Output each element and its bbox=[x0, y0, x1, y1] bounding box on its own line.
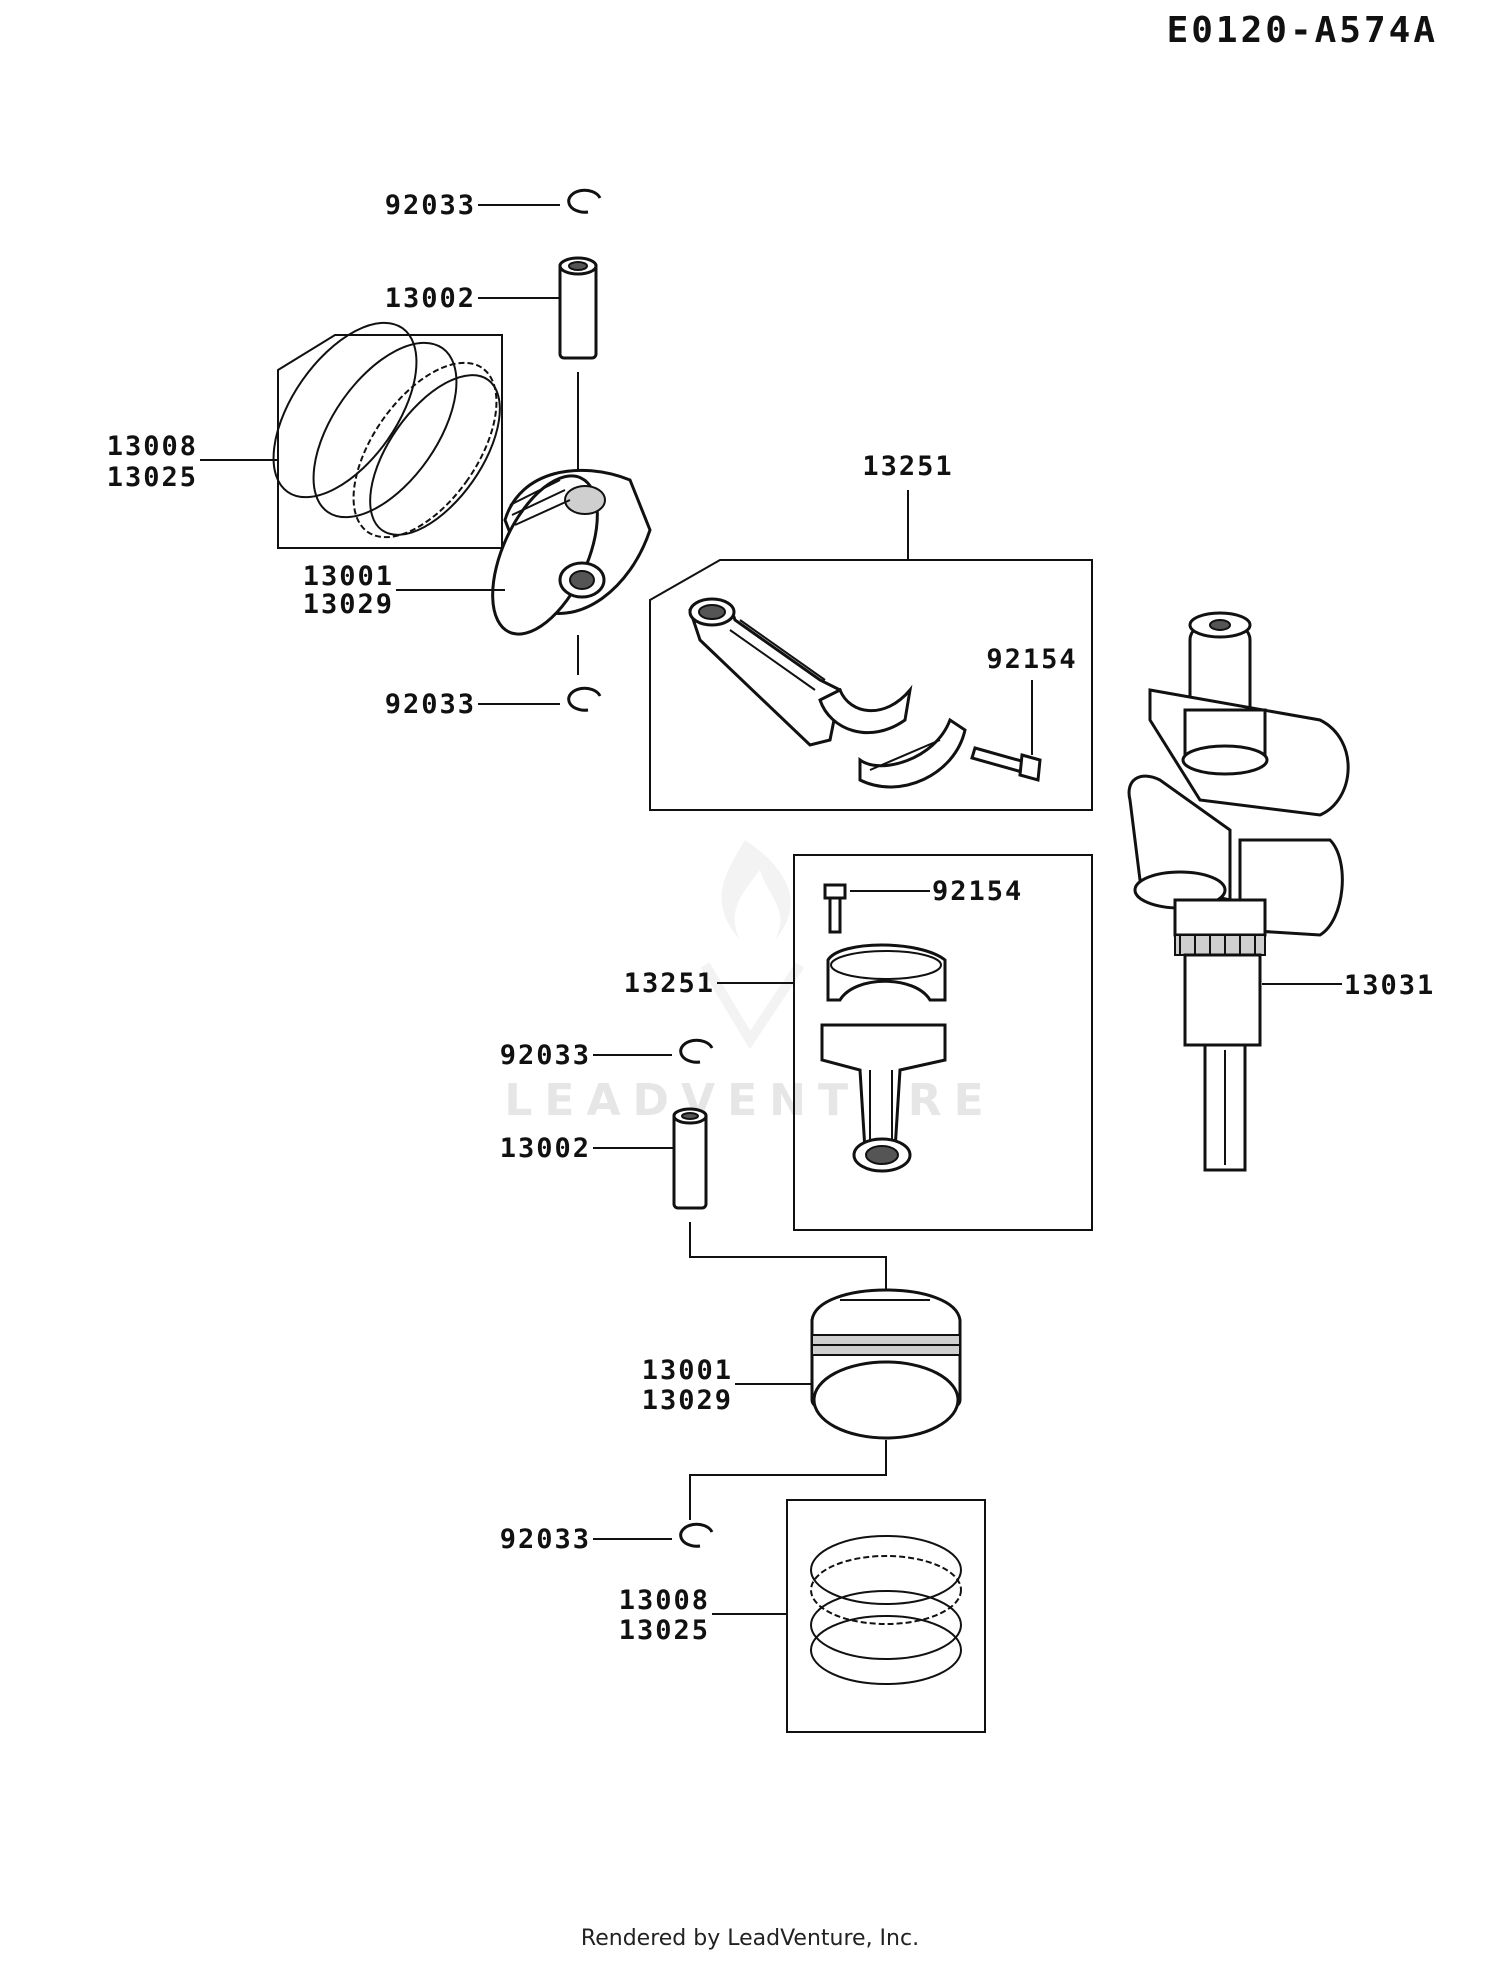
circlip-bottom-upper[interactable] bbox=[679, 1038, 714, 1064]
label-13029-a: 13029 bbox=[303, 589, 394, 620]
watermark-flame-icon bbox=[700, 840, 805, 1050]
label-13025-b: 13025 bbox=[619, 1615, 710, 1646]
watermark-text: LEADVENTURE bbox=[504, 1075, 995, 1126]
label-13002-b: 13002 bbox=[500, 1133, 591, 1164]
piston-rings-top[interactable] bbox=[245, 298, 525, 561]
circlip-top-lower[interactable] bbox=[567, 686, 602, 712]
label-13002-a: 13002 bbox=[385, 283, 476, 314]
label-92033-b: 92033 bbox=[385, 689, 476, 720]
label-13251-b: 13251 bbox=[624, 968, 715, 999]
piston-pin-bottom[interactable] bbox=[672, 1107, 708, 1210]
label-13029-b: 13029 bbox=[642, 1385, 733, 1416]
label-13001-a: 13001 bbox=[303, 561, 394, 592]
label-92033-a: 92033 bbox=[385, 190, 476, 221]
label-13031: 13031 bbox=[1344, 970, 1435, 1001]
crankshaft[interactable] bbox=[1127, 611, 1350, 1172]
rod-bolt-top[interactable] bbox=[970, 746, 1042, 782]
piston-rings-bottom[interactable] bbox=[810, 1535, 962, 1685]
circlip-top-upper[interactable] bbox=[567, 188, 602, 214]
rod-bolt-bottom[interactable] bbox=[823, 883, 847, 934]
label-13025-a: 13025 bbox=[107, 462, 198, 493]
footer-credit: Rendered by LeadVenture, Inc. bbox=[581, 1926, 919, 1951]
connecting-rod-bottom[interactable] bbox=[820, 943, 947, 1173]
circlip-bottom-lower[interactable] bbox=[679, 1522, 714, 1548]
label-92033-d: 92033 bbox=[500, 1524, 591, 1555]
connecting-rod-top[interactable] bbox=[688, 597, 967, 789]
piston-bottom[interactable] bbox=[810, 1288, 962, 1440]
diagram-code: E0120-A574A bbox=[1167, 10, 1438, 51]
label-92033-c: 92033 bbox=[500, 1040, 591, 1071]
label-92154-b: 92154 bbox=[932, 876, 1023, 907]
label-92154-a: 92154 bbox=[986, 644, 1077, 675]
piston-top[interactable] bbox=[471, 460, 652, 650]
label-13001-b: 13001 bbox=[642, 1355, 733, 1386]
label-13008-a: 13008 bbox=[107, 431, 198, 462]
label-13008-b: 13008 bbox=[619, 1585, 710, 1616]
piston-pin-top[interactable] bbox=[558, 256, 598, 360]
label-13251-a: 13251 bbox=[862, 451, 953, 482]
